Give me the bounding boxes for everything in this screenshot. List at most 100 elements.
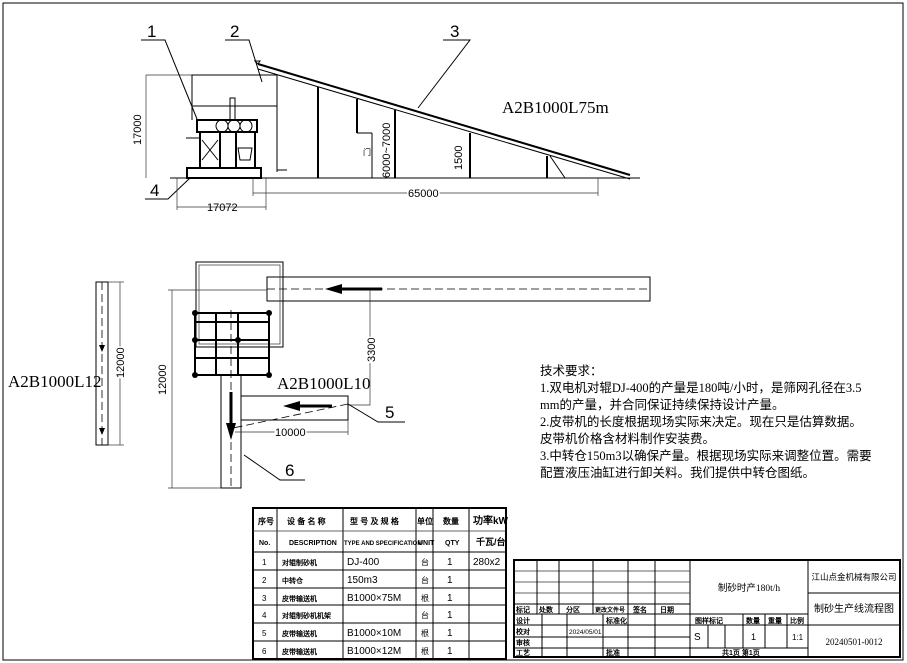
table-cell-unit: 台 [421, 575, 429, 585]
table-cell-desc: 中转仓 [282, 576, 304, 585]
leader-3 [417, 39, 472, 109]
rev-mark: 标记 [515, 605, 530, 614]
table-cell-desc: 皮带输送机 [281, 594, 317, 603]
rev-doc: 更改文件号 [595, 606, 625, 614]
callout-6: 6 [285, 461, 294, 480]
table-cell-desc: 对辊制砂机 [282, 558, 317, 567]
table-cell-qty: 1 [447, 575, 453, 586]
callout-5: 5 [385, 403, 394, 422]
leader-4 [145, 177, 191, 200]
table-cell-desc: 对辊制砂机机架 [282, 611, 331, 620]
table-cell-unit: 台 [421, 557, 429, 567]
header-desc-en: DESCRIPTION [289, 540, 337, 547]
header-spec-en: TYPE AND SPECIFICATION [344, 541, 422, 547]
header-unit-en: UNIT [418, 540, 435, 547]
callout-3: 3 [450, 22, 459, 41]
length-dim-label: 65000 [408, 188, 439, 200]
table-cell-spec: DJ-400 [347, 557, 380, 568]
note-line: 皮带机价格含材料制作安装费。 [540, 431, 715, 446]
rev-date: 日期 [660, 605, 674, 614]
conveyor-12-label: A2B1000L12 [8, 372, 102, 391]
arrow-down-icon [99, 428, 105, 435]
company-name: 江山点金机械有限公司 [811, 572, 896, 582]
table-rows: 1 对辊制砂机 DJ-400 台 1 280x2 2 中转仓 150m3 台 1 3 皮带输送机 B100… [262, 557, 501, 657]
table-cell-spec: B1000×75M [347, 593, 401, 604]
note-line: 2.皮带机的长度根据现场实际来决定。现在只是估算数据。 [540, 414, 862, 429]
table-cell-no: 2 [262, 576, 267, 585]
centerline [232, 403, 349, 429]
header-unit-cn: 单位 [417, 516, 433, 526]
table-cell-spec: 150m3 [347, 575, 378, 586]
arrow-head [325, 284, 342, 294]
base-dim-label: 17072 [207, 202, 238, 214]
table-cell-spec: B1000×12M [347, 646, 401, 657]
table-cell-qty: 1 [447, 593, 453, 604]
header-power-en: 千瓦/台 [476, 536, 506, 547]
technical-notes: 技术要求： 1.双电机对辊DJ-400的产量是180吨/小时，是筛网孔径在3.5… [540, 364, 872, 480]
small-dim-label: 1500 [453, 146, 465, 170]
conveyor-10-label: A2B1000L10 [277, 374, 371, 393]
capacity-label: 制砂时产180t/h [718, 582, 781, 594]
conveyor-head [253, 60, 261, 65]
scale-label: 比例 [790, 616, 804, 625]
bin-plan [195, 261, 284, 348]
table-cell-qty: 1 [447, 628, 453, 639]
conveyor-10-dim: 10000 [275, 427, 306, 439]
header-no-en: No. [259, 540, 270, 547]
table-cell-unit: 根 [421, 593, 429, 603]
table-cell-power: 280x2 [473, 557, 501, 568]
header-power-cn: 功率kW [473, 514, 509, 527]
leader-2 [225, 39, 263, 83]
table-cell-no: 4 [262, 611, 267, 620]
crusher-frame [186, 97, 258, 169]
rev-sign: 签名 [632, 605, 647, 614]
note-line: 1.双电机对辊DJ-400的产量是180吨/小时，是筛网孔径在3.5 [540, 380, 862, 395]
offset-dim: 3300 [366, 338, 378, 362]
review-label: 审核 [516, 638, 530, 647]
table-cell-unit: 根 [421, 628, 429, 638]
weight-label: 重量 [768, 616, 782, 625]
table-cell-desc: 皮带输送机 [281, 647, 317, 656]
table-cell-no: 5 [262, 629, 267, 638]
height-dim-label: 17000 [132, 114, 144, 145]
table-cell-no: 1 [262, 558, 267, 567]
conveyor-75m-label: A2B1000L75m [502, 98, 609, 117]
approve-label: 批准 [606, 648, 620, 657]
table-cell-no: 6 [262, 647, 267, 656]
scale-value: 1:1 [792, 633, 804, 642]
equipment-table: 序号 设 备 名 称 型 号 及 规 格 单位 数量 功率kW No. DESC… [252, 507, 509, 660]
design-label: 设计 [516, 616, 530, 625]
table-cell-unit: 根 [421, 646, 429, 656]
qty-value: 1 [751, 632, 756, 642]
check-date: 2024/05/01 [569, 629, 602, 636]
header-no-cn: 序号 [258, 516, 274, 526]
check-label: 校对 [516, 627, 530, 636]
stage-value: S [694, 632, 701, 643]
plan-view: 12000 A2B1000L12 A2B1000L10 [8, 261, 651, 489]
notes-title: 技术要求： [540, 364, 603, 378]
callout-1: 1 [147, 22, 156, 41]
left-conveyor-dim: 12000 [115, 347, 127, 378]
note-line: 3.中转仓150m3以确保产量。根据现场实际来调整位置。需要 [540, 448, 872, 463]
arrow-down-icon [99, 345, 105, 352]
table-cell-no: 3 [262, 594, 267, 603]
leader-6 [243, 454, 305, 481]
table-cell-qty: 1 [447, 646, 453, 657]
conveyor-supports [317, 87, 566, 179]
leader-5 [347, 403, 405, 423]
drawing-title: 制砂生产线流程图 [814, 602, 894, 615]
arrow-head [283, 401, 300, 411]
arrow-head [226, 423, 236, 440]
bin-inner [198, 264, 281, 345]
standardization-label: 标准化 [605, 616, 627, 625]
dim-line [348, 290, 371, 406]
header-desc-cn: 设 备 名 称 [287, 516, 326, 526]
door-mark: 门 [363, 147, 371, 157]
side-view: 17000 门 6000 [132, 22, 640, 214]
header-qty-cn: 数量 [443, 516, 459, 526]
callout-2: 2 [230, 22, 239, 41]
table-cell-desc: 皮带输送机 [281, 629, 317, 638]
qty-label: 数量 [746, 616, 760, 625]
